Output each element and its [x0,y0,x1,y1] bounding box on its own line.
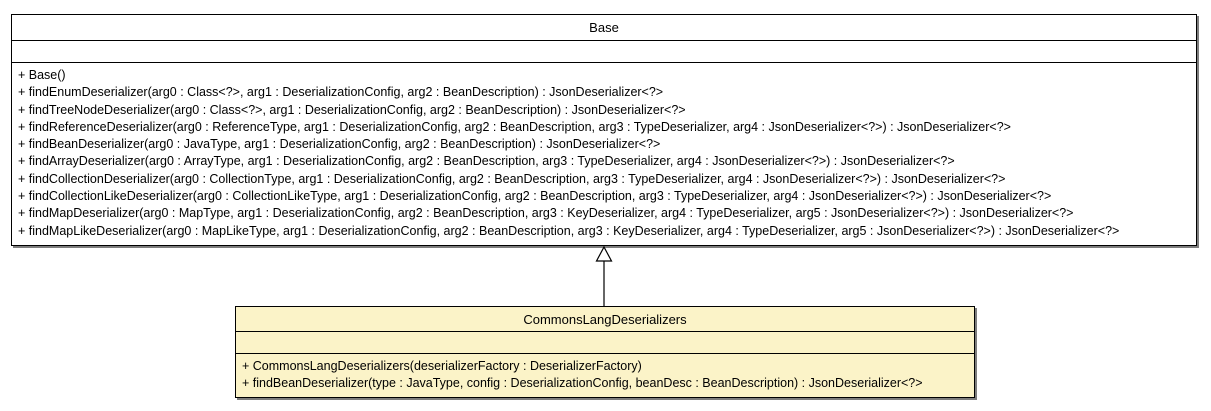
methods-section-base: + Base() + findEnumDeserializer(arg0 : C… [12,63,1196,240]
method-signature: + findBeanDeserializer(arg0 : JavaType, … [18,137,661,152]
method-signature: + findMapDeserializer(arg0 : MapType, ar… [18,206,1074,221]
method-signature: + findTreeNodeDeserializer(arg0 : Class<… [18,102,686,117]
attributes-section-commonslangdeserializers [236,332,974,354]
methods-section-commonslangdeserializers: + CommonsLangDeserializers(deserializerF… [236,354,974,393]
class-name-base[interactable]: Base [12,15,1196,41]
method-signature: + findCollectionDeserializer(arg0 : Coll… [18,171,1006,186]
attributes-section-base [12,41,1196,63]
method-signature: + findMapLikeDeserializer(arg0 : MapLike… [18,223,1120,238]
method-signature: + findReferenceDeserializer(arg0 : Refer… [18,119,1011,134]
method-signature: + findArrayDeserializer(arg0 : ArrayType… [18,154,955,169]
class-name-commonslangdeserializers[interactable]: CommonsLangDeserializers [236,307,974,332]
method-signature: + findBeanDeserializer(type : JavaType, … [242,376,923,391]
method-signature: + findCollectionLikeDeserializer(arg0 : … [18,189,1052,204]
generalization-arrow-icon [595,246,613,306]
method-signature: + CommonsLangDeserializers(deserializerF… [242,359,642,373]
class-box-commonslangdeserializers[interactable]: CommonsLangDeserializers + CommonsLangDe… [235,306,975,398]
method-signature: + Base() [18,68,66,82]
method-signature: + findEnumDeserializer(arg0 : Class<?>, … [18,85,664,100]
class-box-base[interactable]: Base + Base() + findEnumDeserializer(arg… [11,14,1197,246]
